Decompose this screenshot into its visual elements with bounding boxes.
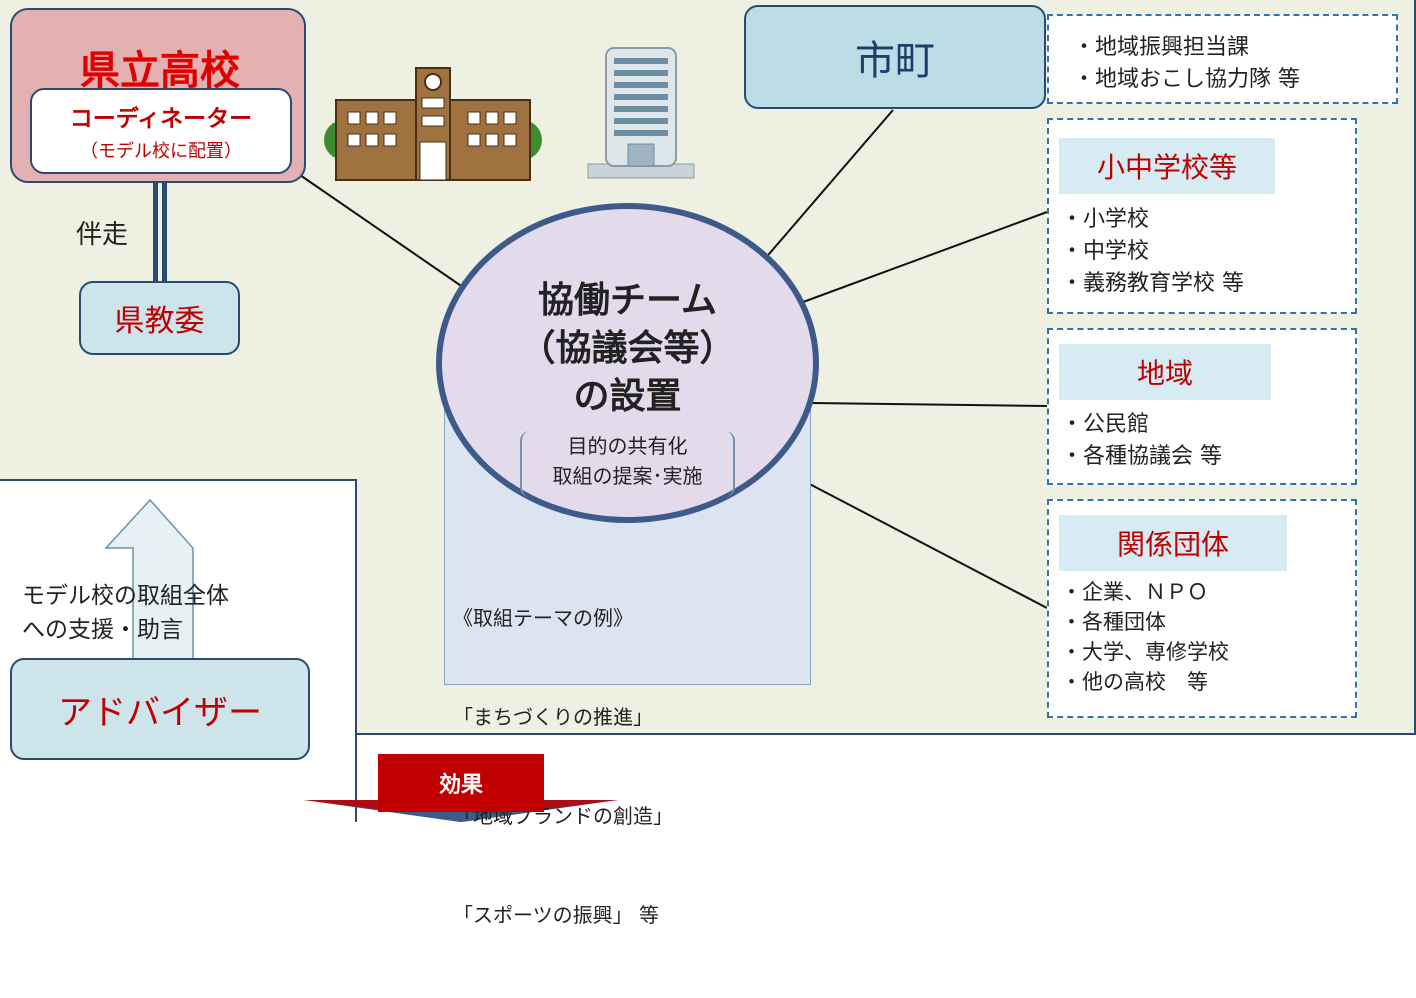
list-item: ・企業、ＮＰＯ [1061, 580, 1208, 604]
team-purpose-line: 目的の共有化 [567, 434, 688, 458]
region-group-title: 地域 [1059, 344, 1271, 400]
list-item: ・中学校 [1061, 239, 1150, 264]
list-item: ・各種団体 [1061, 610, 1166, 634]
schools-group-title: 小中学校等 [1059, 138, 1275, 194]
school-building-icon [324, 67, 542, 181]
line-city-team [756, 109, 894, 269]
advisor-box: アドバイザー [10, 658, 310, 760]
team-purpose-line: 取組の提案･実施 [552, 464, 703, 488]
line-region-team [811, 402, 1048, 407]
accompany-line [162, 182, 167, 282]
advisor-support-label: モデル校の取組全体 への支援・助言 [22, 579, 229, 647]
team-title-line: （協議会等） [519, 328, 736, 369]
theme-item: 「スポーツの振興」 等 [453, 903, 659, 927]
list-item: ・地域おこし協力隊 等 [1073, 67, 1300, 92]
collaboration-team-ellipse: 協働チーム （協議会等） の設置 目的の共有化 取組の提案･実施 [436, 203, 819, 523]
organizations-group-title: 関係団体 [1059, 515, 1287, 571]
line-schools-team [794, 211, 1048, 306]
accompany-label: 伴走 [76, 220, 129, 250]
list-item: ・義務教育学校 等 [1061, 271, 1244, 296]
region-list: ・公民館 ・各種協議会 等 [1061, 409, 1222, 473]
schools-group-box: 小中学校等 ・小学校 ・中学校 ・義務教育学校 等 [1047, 118, 1357, 314]
list-item: ・小学校 [1061, 207, 1150, 232]
theme-item: 「まちづくりの推進」 [453, 705, 653, 729]
coordinator-label: コーディネーター [69, 106, 253, 132]
prefectural-high-school-box: 県立高校 コーディネーター （モデル校に配置） [10, 8, 306, 183]
list-item: ・公民館 [1061, 412, 1150, 437]
coordinator-box: コーディネーター （モデル校に配置） [30, 88, 292, 174]
team-title: 協働チーム （協議会等） の設置 [442, 277, 813, 421]
list-item: ・他の高校 等 [1061, 670, 1208, 694]
theme-heading: 《取組テーマの例》 [453, 606, 633, 630]
region-group-box: 地域 ・公民館 ・各種協議会 等 [1047, 328, 1357, 485]
schools-list: ・小学校 ・中学校 ・義務教育学校 等 [1061, 204, 1244, 300]
city-members-list: ・地域振興担当課 ・地域おこし協力隊 等 [1047, 14, 1398, 104]
list-item: ・地域振興担当課 [1073, 35, 1250, 60]
organizations-group-box: 関係団体 ・企業、ＮＰＯ ・各種団体 ・大学、専修学校 ・他の高校 等 [1047, 499, 1357, 718]
office-building-icon [587, 47, 695, 179]
team-title-line: の設置 [573, 376, 682, 417]
board-of-education-box: 県教委 [79, 281, 240, 355]
list-item: ・各種協議会 等 [1061, 444, 1222, 469]
effect-label: 効果 [378, 754, 544, 812]
line-orgs-team [776, 466, 1048, 609]
city-box: 市町 [744, 5, 1046, 109]
organizations-list: ・企業、ＮＰＯ ・各種団体 ・大学、専修学校 ・他の高校 等 [1061, 577, 1229, 697]
accompany-line [153, 182, 158, 282]
list-item: ・大学、専修学校 [1061, 640, 1229, 664]
line-school-team [299, 174, 471, 293]
prefectural-high-school-title: 県立高校 [80, 48, 240, 94]
team-purpose: 目的の共有化 取組の提案･実施 [520, 431, 735, 497]
coordinator-note: （モデル校に配置） [80, 141, 242, 162]
advisor-support-line: への支援・助言 [22, 617, 183, 643]
team-title-line: 協働チーム [538, 280, 717, 321]
advisor-support-line: モデル校の取組全体 [22, 583, 229, 609]
